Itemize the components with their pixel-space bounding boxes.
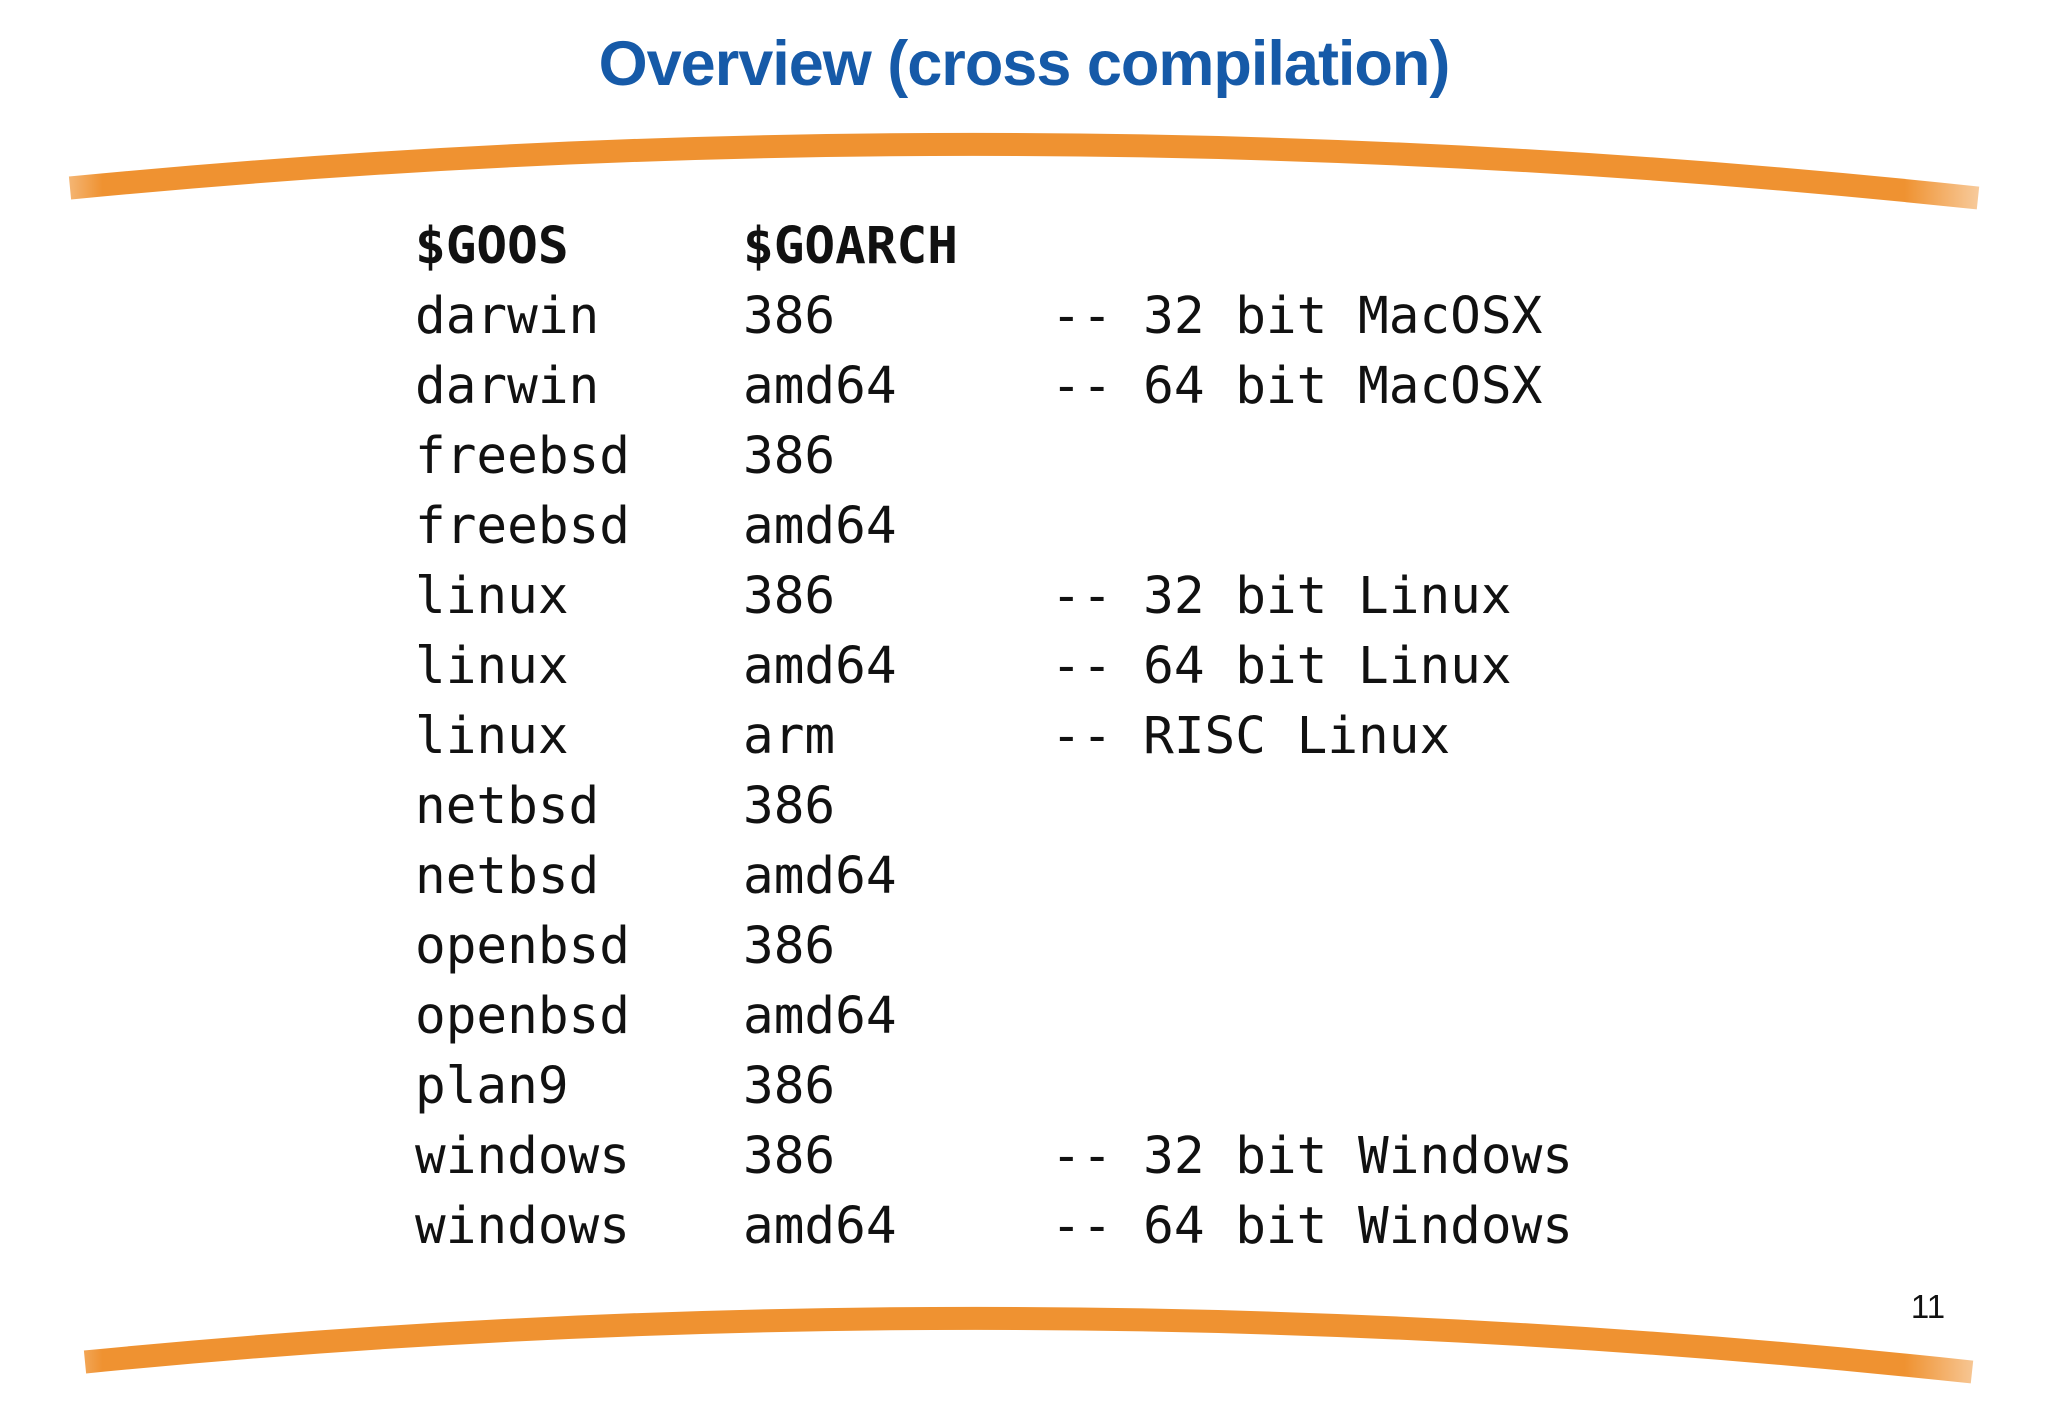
header-goos: $GOOS: [415, 217, 569, 276]
goos-value: freebsd: [415, 497, 630, 556]
comment-value: -- 32 bit Windows: [1051, 1127, 1573, 1186]
goos-value: openbsd: [415, 987, 630, 1046]
goos-value: openbsd: [415, 917, 630, 976]
goarch-value: 386: [743, 287, 836, 346]
goos-value: darwin: [415, 287, 600, 346]
table-row: windows 386 -- 32 bit Windows: [415, 1122, 1573, 1192]
goos-value: freebsd: [415, 427, 630, 486]
goarch-value: arm: [743, 707, 836, 766]
table-row: freebsd amd64: [415, 492, 1573, 562]
goarch-value: 386: [743, 777, 836, 836]
goarch-value: amd64: [743, 357, 897, 416]
goarch-value: amd64: [743, 637, 897, 696]
table-header-row: $GOOS $GOARCH: [415, 212, 1573, 282]
goos-value: netbsd: [415, 777, 600, 836]
goarch-value: amd64: [743, 497, 897, 556]
goos-value: linux: [415, 707, 569, 766]
table-row: openbsd amd64: [415, 982, 1573, 1052]
table-row: plan9 386: [415, 1052, 1573, 1122]
table-row: darwin amd64 -- 64 bit MacOSX: [415, 352, 1573, 422]
page-number: 11: [1910, 1288, 1946, 1325]
bottom-swoosh-arc: [83, 1306, 1974, 1384]
comment-value: -- 64 bit MacOSX: [1051, 357, 1543, 416]
cross-compilation-table: $GOOS $GOARCH darwin 386 -- 32 bit MacOS…: [415, 212, 1573, 1262]
comment-value: -- 32 bit Linux: [1051, 567, 1512, 626]
goos-value: linux: [415, 567, 569, 626]
comment-value: -- 32 bit MacOSX: [1051, 287, 1543, 346]
goarch-value: 386: [743, 917, 836, 976]
goos-value: darwin: [415, 357, 600, 416]
goarch-value: 386: [743, 1127, 836, 1186]
table-row: linux amd64 -- 64 bit Linux: [415, 632, 1573, 702]
comment-value: -- 64 bit Linux: [1051, 637, 1512, 696]
table-row: darwin 386 -- 32 bit MacOSX: [415, 282, 1573, 352]
slide-title: Overview (cross compilation): [598, 29, 1451, 99]
goarch-value: amd64: [743, 987, 897, 1046]
goarch-value: 386: [743, 567, 836, 626]
goos-value: windows: [415, 1197, 630, 1256]
table-row: linux arm -- RISC Linux: [415, 702, 1573, 772]
table-row: windows amd64 -- 64 bit Windows: [415, 1192, 1573, 1262]
goos-value: plan9: [415, 1057, 569, 1116]
table-row: netbsd amd64: [415, 842, 1573, 912]
goarch-value: 386: [743, 1057, 836, 1116]
table-row: netbsd 386: [415, 772, 1573, 842]
goarch-value: amd64: [743, 1197, 897, 1256]
table-row: linux 386 -- 32 bit Linux: [415, 562, 1573, 632]
goos-value: windows: [415, 1127, 630, 1186]
top-swoosh-arc: [68, 132, 1980, 210]
comment-value: -- RISC Linux: [1051, 707, 1451, 766]
header-goarch: $GOARCH: [743, 217, 958, 276]
table-row: freebsd 386: [415, 422, 1573, 492]
goarch-value: 386: [743, 427, 836, 486]
goarch-value: amd64: [743, 847, 897, 906]
goos-value: linux: [415, 637, 569, 696]
comment-value: -- 64 bit Windows: [1051, 1197, 1573, 1256]
goos-value: netbsd: [415, 847, 600, 906]
table-row: openbsd 386: [415, 912, 1573, 982]
